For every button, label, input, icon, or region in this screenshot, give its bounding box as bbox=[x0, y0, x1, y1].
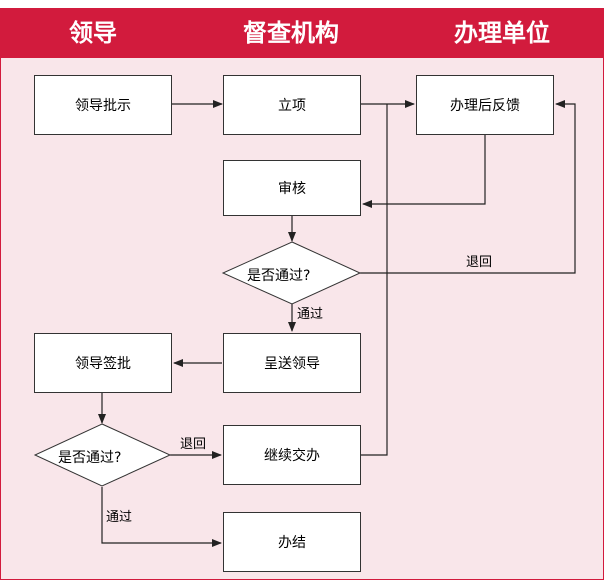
decision2-label: 是否通过? bbox=[58, 450, 122, 466]
decision1-diamond bbox=[221, 241, 362, 305]
edge-label-return1: 退回 bbox=[466, 255, 493, 270]
node-review: 审核 bbox=[223, 160, 361, 216]
lane-header: 领导 督查机构 办理单位 bbox=[0, 8, 604, 58]
node-continue: 继续交办 bbox=[223, 425, 361, 485]
edge-decision2-pass bbox=[101, 487, 222, 547]
node-complete: 办结 bbox=[223, 512, 361, 572]
lane-title-supervision: 督查机构 bbox=[243, 18, 339, 47]
node-feedback: 办理后反馈 bbox=[416, 75, 554, 135]
node-leader-instruction: 领导批示 bbox=[34, 75, 172, 135]
edge-label-pass1: 通过 bbox=[297, 307, 324, 322]
node-register: 立项 bbox=[223, 75, 361, 135]
edge-decision1-return bbox=[360, 100, 576, 274]
node-leader-sign: 领导签批 bbox=[34, 333, 172, 393]
edge-continue-to-feedback bbox=[360, 104, 388, 456]
edge-label-return2: 退回 bbox=[180, 437, 207, 452]
decision1-label: 是否通过? bbox=[247, 268, 311, 284]
lane-title-leader: 领导 bbox=[69, 18, 117, 47]
edge-feedback-to-review bbox=[362, 135, 486, 208]
lane-title-handling-unit: 办理单位 bbox=[454, 18, 550, 47]
edge-label-pass2: 通过 bbox=[106, 510, 133, 525]
node-send-leader: 呈送领导 bbox=[223, 333, 361, 393]
decision2-diamond bbox=[33, 423, 172, 487]
